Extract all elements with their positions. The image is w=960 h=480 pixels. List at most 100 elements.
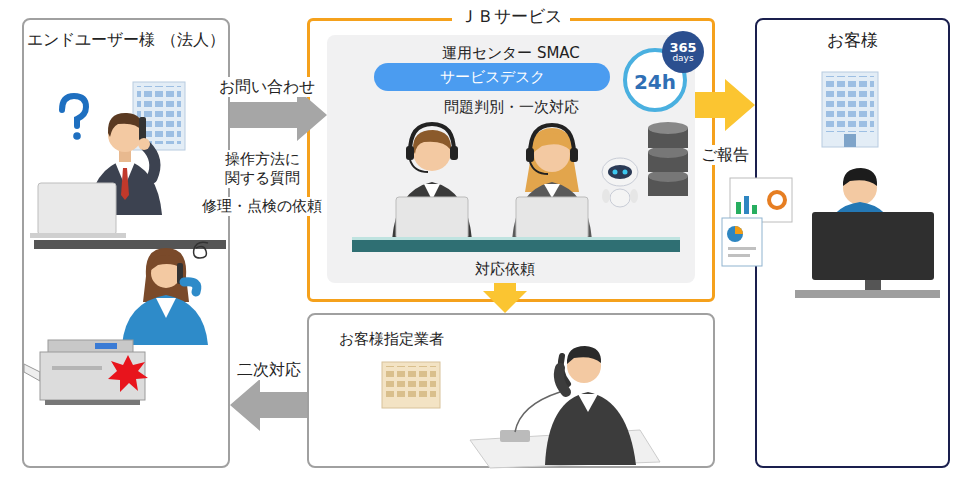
broken-printer (24, 364, 40, 381)
report-documents (728, 254, 750, 257)
operator-laptops (396, 197, 588, 239)
365-days-badge: 365days (662, 31, 704, 73)
node-text: エンドユーザー様 （法人） (27, 30, 224, 50)
operator-woman (544, 184, 560, 198)
broken-printer (95, 343, 117, 349)
node-text: days (672, 54, 693, 63)
caller-man (121, 168, 129, 200)
broken-printer (24, 340, 148, 405)
operator-woman (570, 148, 578, 162)
text-holder: お客様指定業者 (339, 329, 713, 349)
worried-woman (151, 255, 181, 270)
report-documents (727, 226, 743, 242)
broken-printer (52, 366, 102, 370)
broken-printer (45, 400, 140, 405)
node-text: サービスデスク (440, 68, 545, 87)
node-text: 運用センター SMAC (442, 44, 580, 63)
ai-robot (613, 170, 618, 175)
edge-label: 二次対応 (234, 360, 304, 380)
vendor-man-on-phone (578, 394, 598, 412)
vendor-man-on-phone (470, 346, 660, 468)
customer-man (843, 168, 877, 186)
label-holder: 対応依頼 (472, 259, 538, 279)
customer-building (826, 76, 874, 132)
report-documents (728, 247, 756, 250)
caller-man (139, 117, 146, 141)
operator-woman (512, 125, 592, 240)
block-arrow (483, 283, 527, 313)
office-building (137, 86, 181, 144)
label-holder: お問い合わせ (216, 77, 318, 97)
note-label: 操作方法に 関する質問 (217, 150, 307, 188)
operator-laptops (396, 197, 468, 239)
operator-woman (512, 182, 592, 240)
caller-man (138, 138, 150, 150)
vendor-building (386, 366, 436, 400)
worried-woman (122, 242, 208, 345)
office-building (133, 82, 185, 150)
service-desk-pill: サービスデスク (374, 63, 610, 91)
broken-printer (108, 355, 148, 392)
laptop (30, 183, 226, 249)
worried-woman (194, 242, 208, 258)
report-documents (769, 192, 785, 208)
ai-robot (610, 189, 630, 207)
report-documents (730, 178, 792, 222)
customer-building (844, 134, 856, 147)
ai-robot (602, 189, 610, 203)
operator-man (392, 182, 472, 240)
question-mark-icon (73, 132, 81, 140)
caller-man (146, 146, 155, 178)
worried-woman (184, 282, 197, 292)
label-holder: ご報告 (698, 145, 752, 165)
ai-robot (623, 170, 628, 175)
customer-building (822, 72, 878, 147)
text-holder: ＪＢサービス (310, 6, 712, 27)
vendor-man-on-phone (567, 346, 601, 364)
database-server (648, 122, 688, 196)
worried-woman (156, 298, 176, 318)
block-arrow (230, 379, 307, 431)
text-holder: お客様 (757, 30, 948, 51)
edge-label: お問い合わせ (216, 77, 318, 97)
ai-robot (630, 189, 638, 203)
note-label: 修理・点検の依頼 (199, 197, 325, 216)
operator-man (450, 146, 458, 160)
customer-man (795, 290, 940, 298)
laptop (38, 183, 116, 235)
report-documents (722, 218, 762, 266)
edge-label: ご報告 (698, 145, 752, 165)
operator-man (392, 124, 472, 240)
question-mark-icon (62, 96, 86, 126)
operator-laptops (516, 197, 588, 239)
node-text: 問題判別・一次対応 (444, 98, 579, 117)
node-text: 365 (669, 41, 696, 54)
operator-man (410, 160, 428, 172)
database-server (648, 122, 688, 134)
edge-label: 対応依頼 (472, 260, 538, 279)
ai-robot (608, 165, 632, 179)
customer-man (865, 280, 881, 290)
vendor-building (382, 362, 440, 408)
question-mark-icon (62, 96, 86, 140)
ai-robot (602, 158, 638, 207)
service-desk (352, 240, 680, 252)
report-documents (736, 202, 741, 214)
label-holder: 操作方法に 関する質問 (217, 150, 307, 188)
laptop (30, 233, 126, 238)
node-text: お客様 (827, 30, 878, 51)
report-documents (744, 196, 749, 214)
report-documents (722, 178, 792, 266)
text-holder: エンドユーザー様 （法人） (24, 30, 228, 50)
operator-woman (530, 162, 548, 174)
node-text: ＪＢサービス (452, 6, 570, 27)
vendor-building (382, 362, 440, 408)
node-text: 24h (634, 70, 676, 95)
operator-woman (526, 148, 534, 162)
caller-man (108, 113, 142, 137)
customer-building (822, 72, 878, 147)
operator-woman (530, 125, 574, 154)
vendor-man-on-phone (559, 368, 566, 392)
block-arrow (695, 79, 755, 131)
